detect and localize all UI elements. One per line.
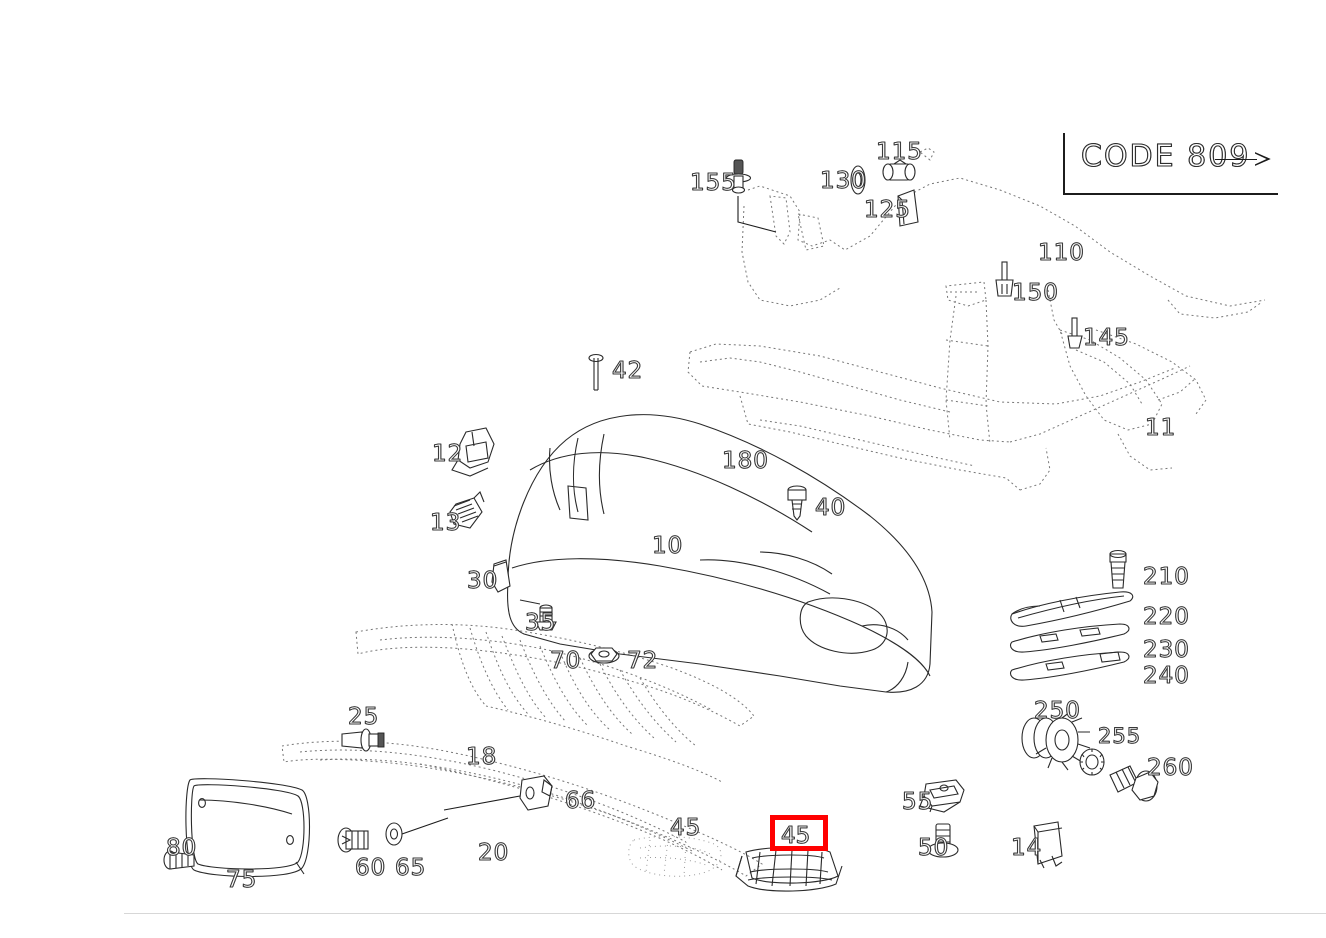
code-arrow-head-icon xyxy=(1255,152,1271,166)
part-230-art xyxy=(1009,623,1130,653)
callout-110: 110 xyxy=(1038,240,1085,266)
callout-45-highlighted: 45 xyxy=(780,823,811,850)
lower-spoiler-art xyxy=(281,740,763,877)
license-plate-holder-art xyxy=(185,778,311,877)
callout-145: 145 xyxy=(1083,325,1130,351)
front-end-support-art xyxy=(687,177,1266,491)
callout-240: 240 xyxy=(1143,663,1190,689)
callout-75: 75 xyxy=(225,867,258,893)
grille-insert-right-art xyxy=(735,846,843,892)
selected-part-highlight[interactable]: 45 xyxy=(770,815,828,851)
part-255-art xyxy=(1079,748,1105,776)
part-66-art xyxy=(443,775,553,811)
callout-45-left: 45 xyxy=(669,815,702,841)
code-arrow-shaft xyxy=(1215,159,1257,161)
callout-35: 35 xyxy=(524,610,557,636)
callout-40: 40 xyxy=(814,495,847,521)
callout-66: 66 xyxy=(564,788,597,814)
callout-12: 12 xyxy=(431,441,464,467)
callout-20: 20 xyxy=(477,840,510,866)
code-box-left-rule xyxy=(1063,133,1065,195)
part-42-art xyxy=(588,353,604,391)
part-25-art xyxy=(341,728,385,752)
callout-210: 210 xyxy=(1143,564,1190,590)
callout-25: 25 xyxy=(347,704,380,730)
part-60-art xyxy=(337,827,369,853)
code-box-bottom-rule xyxy=(1063,193,1278,195)
part-220-art xyxy=(1010,591,1134,627)
code-label: CODE 809 xyxy=(1080,138,1251,174)
grille-insert-left-art xyxy=(628,836,722,877)
callout-125: 125 xyxy=(864,197,911,223)
callout-14: 14 xyxy=(1010,835,1043,861)
callout-250: 250 xyxy=(1034,698,1081,724)
part-240-art xyxy=(1009,651,1130,681)
callout-115: 115 xyxy=(876,139,923,165)
callout-260: 260 xyxy=(1147,755,1194,781)
callout-18: 18 xyxy=(465,744,498,770)
callout-60: 60 xyxy=(354,855,387,881)
part-40-art xyxy=(787,485,807,521)
callout-130: 130 xyxy=(820,168,867,194)
callout-10: 10 xyxy=(651,533,684,559)
callout-150: 150 xyxy=(1012,280,1059,306)
part-145-art xyxy=(1067,317,1083,349)
code-callout-box: CODE 809 xyxy=(1063,133,1278,195)
callout-230: 230 xyxy=(1143,637,1190,663)
part-150-art xyxy=(995,261,1014,297)
callout-65: 65 xyxy=(394,855,427,881)
callout-155: 155 xyxy=(690,170,737,196)
callout-30: 30 xyxy=(466,568,499,594)
callout-180: 180 xyxy=(722,448,769,474)
callout-13: 13 xyxy=(429,510,462,536)
callout-72: 72 xyxy=(626,648,659,674)
callout-11: 11 xyxy=(1144,415,1177,441)
callout-55: 55 xyxy=(901,789,934,815)
part-65-art xyxy=(385,817,449,846)
part-70-72-art xyxy=(588,647,620,664)
callout-50: 50 xyxy=(917,835,950,861)
part-210-art xyxy=(1109,549,1127,589)
footer-divider xyxy=(124,913,1326,914)
callout-70: 70 xyxy=(549,648,582,674)
callout-255: 255 xyxy=(1097,724,1142,748)
callout-220: 220 xyxy=(1143,604,1190,630)
callout-42: 42 xyxy=(611,358,644,384)
callout-80: 80 xyxy=(165,835,198,861)
